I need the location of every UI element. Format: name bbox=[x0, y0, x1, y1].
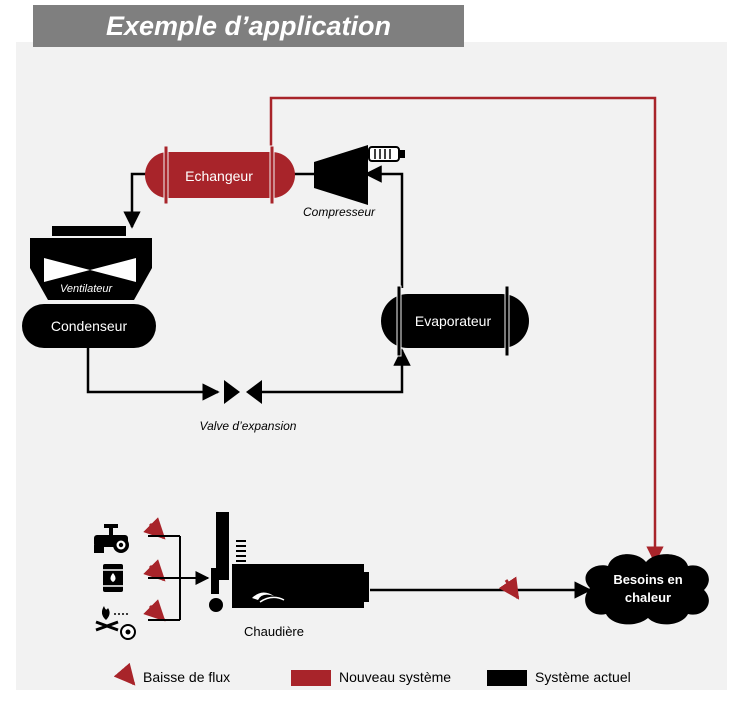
legend-actuel-label: Système actuel bbox=[535, 669, 631, 685]
legend-baisse-label: Baisse de flux bbox=[143, 669, 231, 685]
condenseur: Condenseur bbox=[22, 304, 156, 348]
legend-markers bbox=[113, 662, 527, 686]
red-heat-line bbox=[269, 96, 664, 564]
valve-label: Valve d’expansion bbox=[200, 419, 297, 433]
water-tap-icon bbox=[94, 524, 129, 553]
legend-nouveau-label: Nouveau système bbox=[339, 669, 452, 685]
fire-gas-icon bbox=[95, 606, 136, 640]
chaudiere: Chaudière bbox=[209, 512, 369, 639]
oil-barrel-icon bbox=[103, 564, 123, 592]
evaporateur: Evaporateur bbox=[381, 285, 529, 357]
evaporateur-label: Evaporateur bbox=[415, 313, 492, 329]
condenseur-label: Condenseur bbox=[51, 318, 128, 334]
echangeur-label: Echangeur bbox=[185, 168, 253, 184]
ventilateur-label: Ventilateur bbox=[60, 283, 114, 295]
besoins-label-line2: chaleur bbox=[625, 590, 671, 605]
ventilateur: Ventilateur bbox=[30, 226, 152, 300]
legend-nouveau-swatch bbox=[291, 670, 331, 686]
legend-actuel-swatch bbox=[487, 670, 527, 686]
besoins-chaleur: Besoins en chaleur bbox=[585, 554, 709, 625]
compresseur: Compresseur bbox=[303, 145, 405, 219]
valve-expansion: Valve d’expansion bbox=[200, 380, 297, 433]
chaudiere-label: Chaudière bbox=[244, 624, 304, 639]
legend-baisse-arrow-icon bbox=[113, 662, 136, 686]
refrigerant-circuit bbox=[86, 165, 592, 599]
page-title: Exemple d’application bbox=[33, 5, 464, 47]
echangeur: Echangeur bbox=[145, 145, 295, 205]
compresseur-label: Compresseur bbox=[303, 205, 376, 219]
input-feed-lines bbox=[148, 535, 210, 621]
besoins-label-line1: Besoins en bbox=[613, 572, 682, 587]
